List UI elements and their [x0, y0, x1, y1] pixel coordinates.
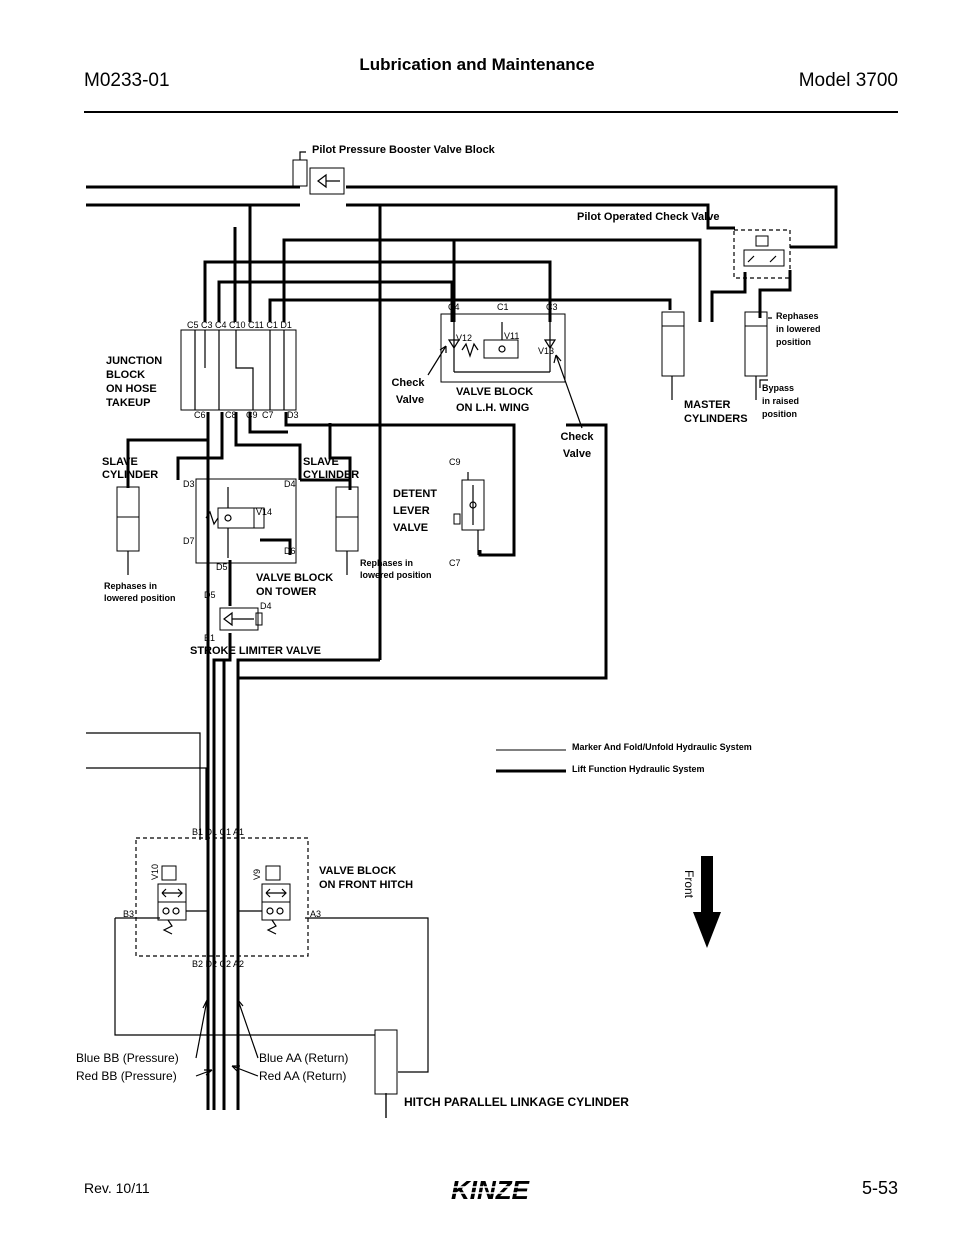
hitch-cylinder-label: HITCH PARALLEL LINKAGE CYLINDER [404, 1095, 629, 1109]
hitch-bottom-ports: B2 D2 C2 A2 [192, 959, 244, 969]
stroke-limiter-valve [219, 607, 263, 631]
header-rule [84, 111, 898, 113]
legend [496, 749, 566, 773]
red-aa-arrow [231, 1065, 259, 1077]
pilot-check-valve [733, 229, 791, 279]
junction-top-ports: C5 C3 C4 C10 C11 C1 D1 [187, 320, 292, 330]
revision: Rev. 10/11 [84, 1180, 150, 1196]
lift-function-lines [86, 185, 838, 1110]
detent-lever-valve [453, 472, 485, 555]
logo-text: KINZE [451, 1175, 530, 1205]
section-title: Lubrication and Maintenance [359, 55, 595, 74]
red-bb-arrow [195, 1069, 213, 1077]
marker-fold-lines [86, 732, 429, 1118]
master-cylinders [661, 311, 768, 400]
hitch-cylinder [374, 1029, 398, 1118]
front-arrow-icon [693, 856, 721, 948]
junction-block [180, 329, 297, 411]
blue-aa-arrow [237, 999, 259, 1059]
kinze-logo: KINZE [434, 1175, 546, 1205]
blue-aa-label: Blue AA (Return) [259, 1051, 348, 1065]
master-leader-lines [759, 317, 772, 388]
slave-cylinders [116, 486, 359, 575]
check-valve-right-arrow [553, 354, 583, 429]
red-bb-label: Red BB (Pressure) [76, 1069, 177, 1083]
stroke-limiter-label: STROKE LIMITER VALVE [190, 645, 321, 657]
blue-bb-label: Blue BB (Pressure) [76, 1051, 179, 1065]
valve-block-tower [195, 478, 297, 564]
valve-block-hitch [135, 837, 309, 957]
red-aa-label: Red AA (Return) [259, 1069, 346, 1083]
pilot-check-label: Pilot Operated Check Valve [577, 211, 719, 223]
hitch-v10: V10 [150, 864, 160, 880]
pilot-booster-valve-block [292, 151, 345, 195]
valve-block-wing [440, 313, 566, 383]
page-number: 5-53 [861, 1178, 898, 1198]
model-name: Model 3700 [798, 70, 898, 91]
hitch-top-ports: B1 D1 C1 A1 [192, 827, 244, 837]
front-label: Front [682, 870, 696, 899]
legend-thick-label: Lift Function Hydraulic System [572, 764, 705, 774]
check-valve-left-arrow [427, 345, 447, 376]
hitch-v9: V9 [252, 869, 262, 880]
document-id: M0233-01 [84, 70, 170, 91]
pilot-booster-label: Pilot Pressure Booster Valve Block [312, 144, 496, 156]
blue-bb-arrow [195, 999, 210, 1059]
legend-thin-label: Marker And Fold/Unfold Hydraulic System [572, 742, 752, 752]
